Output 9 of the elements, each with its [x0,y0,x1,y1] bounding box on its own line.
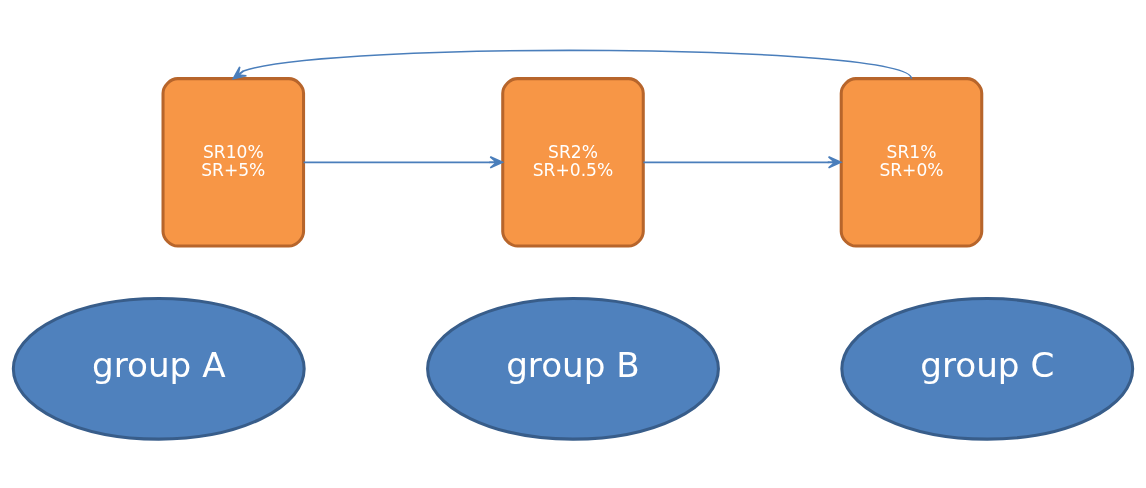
node-ellipse: group C [840,296,1135,441]
node-ellipse: group B [426,296,720,441]
arrow [232,49,913,79]
node-box: SR10% SR+5% [161,76,306,248]
arrow [302,155,504,169]
node-box: SR2% SR+0.5% [501,76,645,248]
arrow [642,155,842,169]
node-ellipse: group A [11,296,306,441]
node-box: SR1% SR+0% [839,76,984,248]
